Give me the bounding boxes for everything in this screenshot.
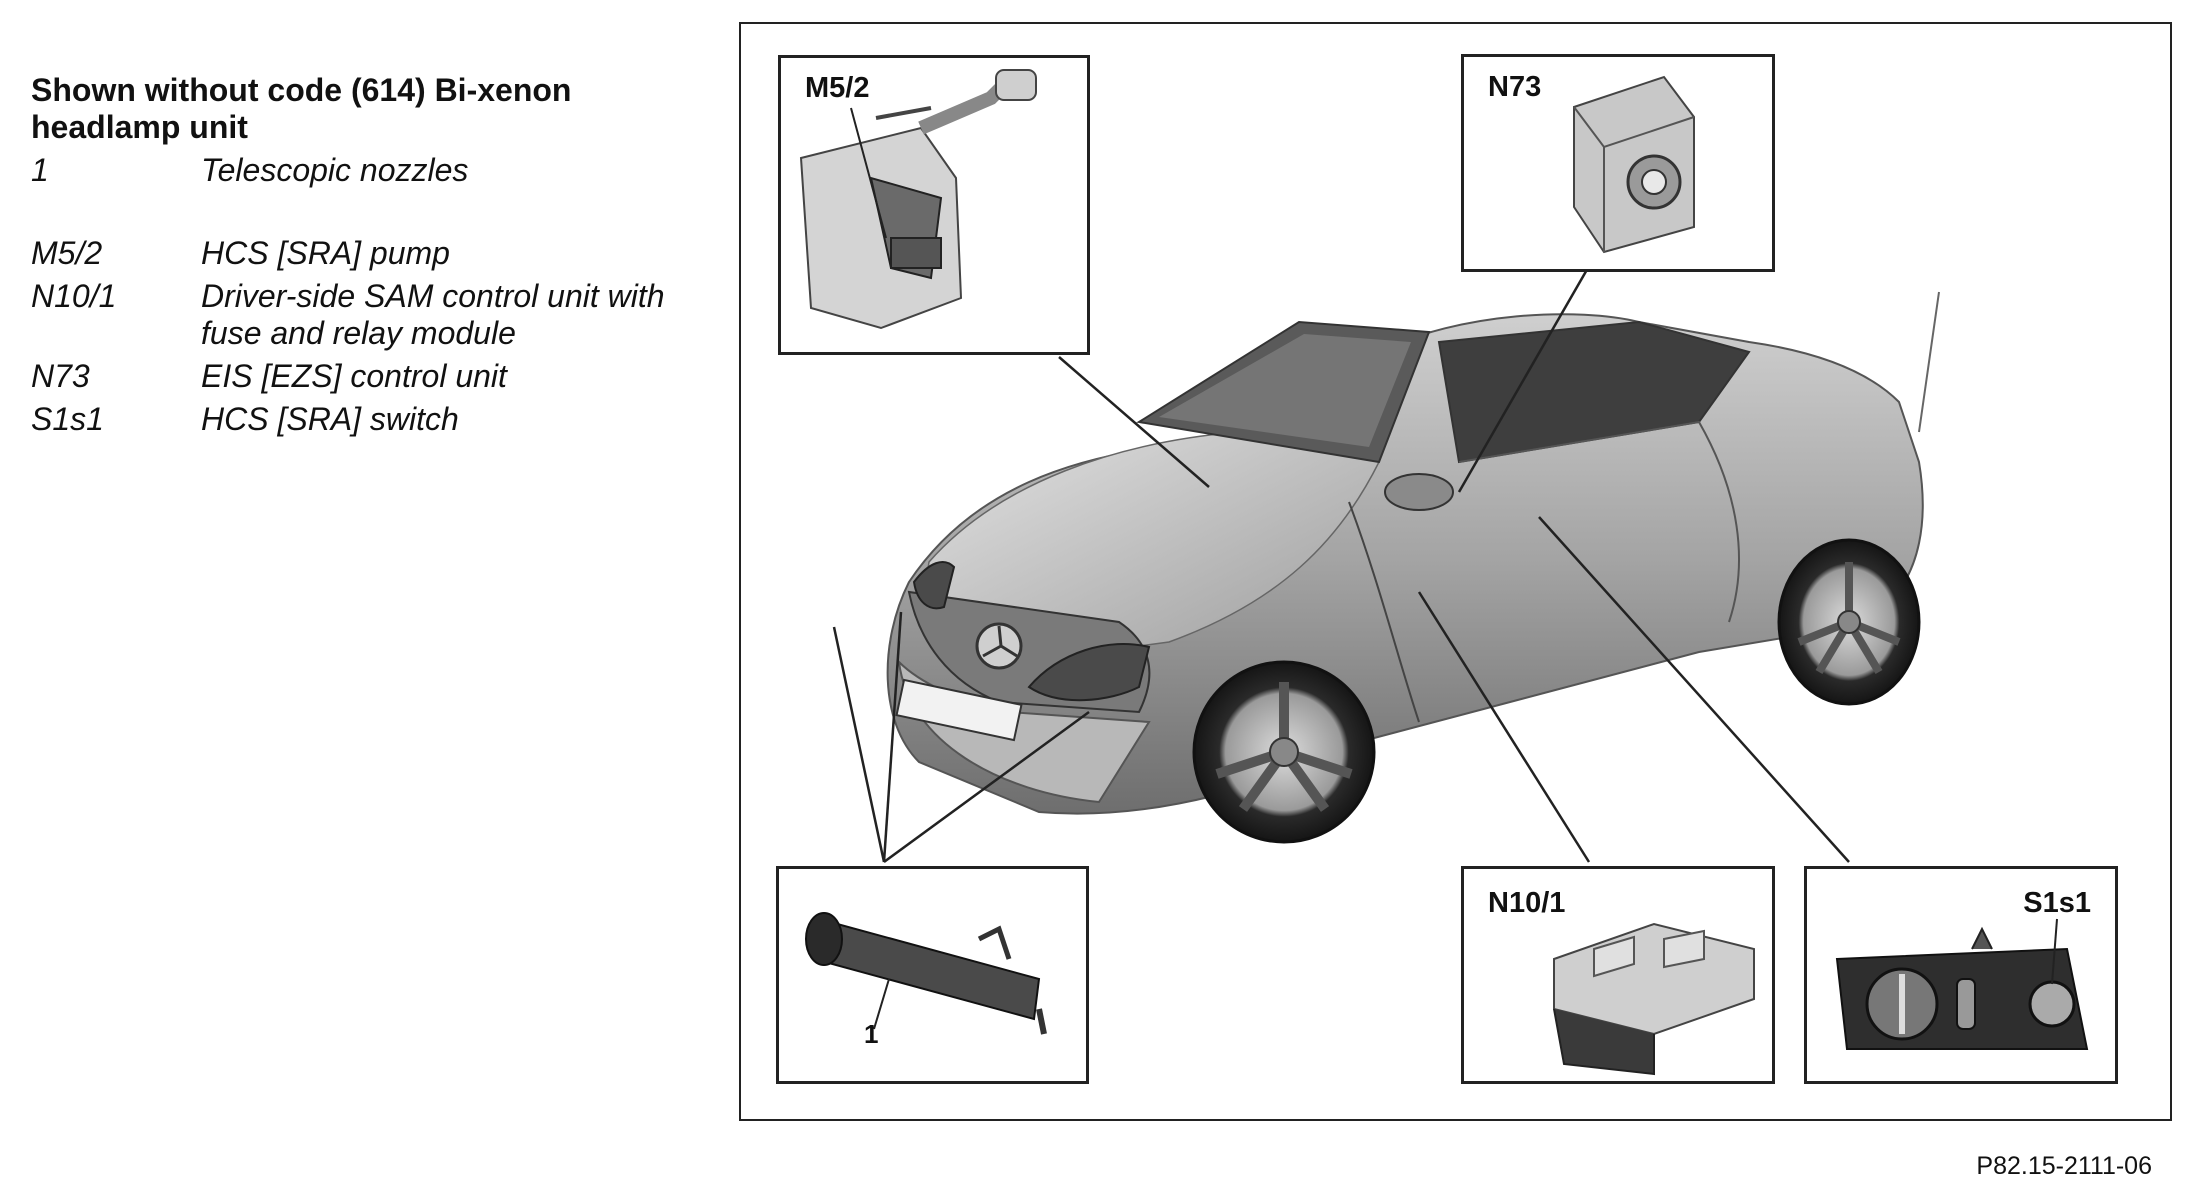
legend-code: M5/2	[31, 235, 103, 271]
legend-title: Shown without code (614) Bi-xenon headla…	[31, 72, 572, 145]
hcs-pump-icon	[799, 69, 1037, 330]
sam-control-unit-icon	[1553, 922, 1755, 1076]
car-body	[886, 291, 1940, 815]
legend-desc: Telescopic nozzles	[201, 152, 469, 188]
rear-wheel	[1777, 538, 1921, 706]
legend-code: 1	[31, 152, 49, 188]
eis-control-unit-icon	[1573, 75, 1695, 254]
legend-desc: EIS [EZS] control unit	[201, 358, 507, 394]
callout-s1s1: S1s1	[1804, 866, 2118, 1084]
legend-item: N73 EIS [EZS] control unit	[31, 358, 711, 395]
callout-n10-1: N10/1	[1461, 866, 1775, 1084]
figure-id: P82.15-2111-06	[1976, 1152, 2152, 1180]
legend-item: M5/2 HCS [SRA] pump	[31, 235, 711, 272]
figure-frame	[739, 22, 2172, 1121]
legend: Shown without code (614) Bi-xenon headla…	[31, 72, 711, 438]
telescopic-nozzle-icon	[805, 912, 1047, 1035]
hcs-switch-icon	[1835, 918, 2089, 1050]
legend-code: N10/1	[31, 278, 117, 314]
callout-label: N10/1	[1488, 887, 1566, 919]
legend-item: S1s1 HCS [SRA] switch	[31, 401, 711, 438]
legend-code: N73	[31, 358, 90, 394]
legend-item: N10/1 Driver-side SAM control unit with …	[31, 278, 711, 352]
callout-label: S1s1	[2023, 887, 2091, 919]
legend-item: 1 Telescopic nozzles	[31, 152, 711, 189]
callout-n73: N73	[1461, 54, 1775, 272]
legend-desc: HCS [SRA] pump	[201, 235, 450, 271]
legend-code: S1s1	[31, 401, 104, 437]
front-wheel	[1192, 660, 1376, 844]
car-illustration	[832, 213, 1940, 864]
callout-telescopic-nozzle: 1	[776, 866, 1089, 1084]
callout-m5-2: M5/2	[778, 55, 1090, 355]
legend-desc: HCS [SRA] switch	[201, 401, 459, 437]
legend-desc: Driver-side SAM control unit with fuse a…	[201, 278, 665, 351]
callout-label: M5/2	[805, 72, 870, 104]
callout-label: 1	[864, 1019, 879, 1049]
callout-label: N73	[1488, 71, 1542, 103]
